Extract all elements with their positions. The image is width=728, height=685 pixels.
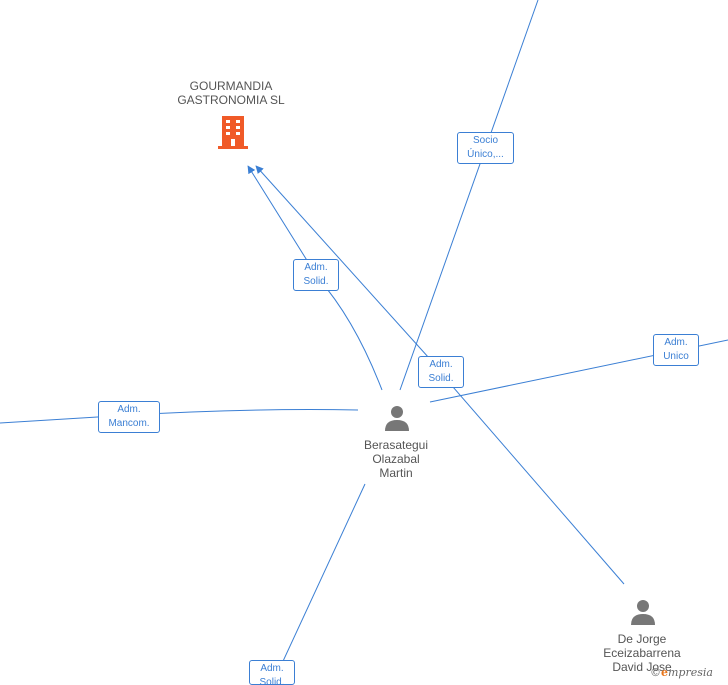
copyright-icon: © [650, 666, 661, 679]
company-label[interactable]: GOURMANDIA GASTRONOMIA SL [177, 79, 285, 107]
edge-label-socio-unico[interactable]: Socio Único,... [457, 132, 514, 164]
empresia-watermark: ©empresia [650, 666, 713, 679]
edge-label-adm-unico[interactable]: Adm. Unico [653, 334, 699, 366]
main-person-label[interactable]: Berasategui Olazabal Martin [363, 438, 429, 480]
edge-socio-unico [399, 0, 539, 391]
building-icon[interactable] [218, 114, 248, 150]
second-person-label[interactable]: De Jorge Eceizabarrena David Jose [603, 632, 681, 674]
brand-e: e [661, 666, 668, 679]
edge-adm-solid-center [255, 165, 439, 369]
person-icon[interactable] [383, 403, 411, 431]
edge-label-adm-solid-center[interactable]: Adm. Solid. [418, 356, 464, 388]
edge-label-adm-mancom[interactable]: Adm. Mancom. [98, 401, 160, 433]
edge-label-adm-solid-left[interactable]: Adm. Solid. [293, 259, 339, 291]
edge-adm-mancom [0, 409, 359, 424]
brand-rest: mpresia [668, 666, 713, 679]
edge-adm-solid-bottom [271, 483, 366, 685]
edge-second-person [439, 371, 625, 585]
edge-label-adm-solid-bottom[interactable]: Adm. Solid. [249, 660, 295, 685]
person-icon[interactable] [629, 597, 657, 625]
